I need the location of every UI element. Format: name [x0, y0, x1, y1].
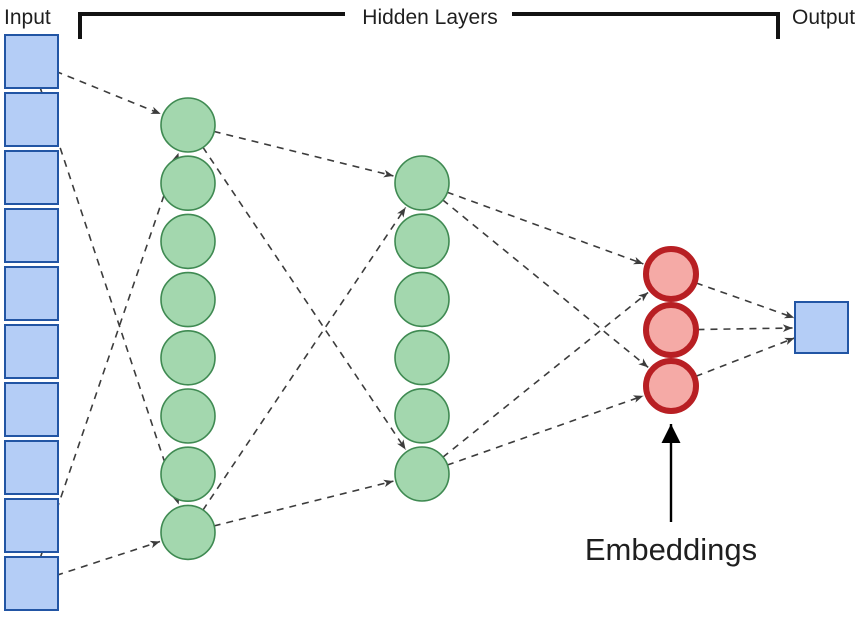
connection-edge — [213, 130, 394, 178]
connection-edge — [202, 146, 407, 450]
hidden-node — [160, 213, 216, 270]
connection-edge — [446, 191, 644, 265]
input-node — [4, 92, 59, 147]
hidden-node — [160, 155, 216, 211]
connection-edge — [55, 540, 161, 577]
connection-edge — [695, 282, 795, 319]
hidden-node — [394, 213, 450, 269]
input-node — [4, 440, 59, 495]
input-node — [4, 266, 59, 321]
hidden-layers-label: Hidden Layers — [362, 6, 497, 29]
connection-edge — [695, 337, 795, 378]
hidden-node — [160, 446, 216, 503]
hidden-node — [160, 97, 216, 153]
input-node — [4, 324, 59, 379]
connection-edge — [697, 324, 793, 332]
connection-edge — [39, 152, 180, 560]
hidden-node — [394, 271, 450, 328]
input-node — [4, 208, 59, 263]
network-nodes — [4, 34, 849, 611]
connection-edge — [446, 395, 644, 466]
hidden-node — [394, 329, 450, 386]
input-node — [4, 150, 59, 205]
connection-edges — [38, 70, 795, 577]
embedding-node — [643, 246, 699, 302]
hidden-node — [160, 329, 216, 386]
hidden-node — [160, 504, 216, 561]
input-node — [4, 498, 59, 553]
connection-edge — [442, 199, 649, 369]
hidden-node — [394, 155, 450, 211]
hidden-node — [160, 388, 216, 444]
hidden-node — [394, 446, 450, 502]
embeddings-label: Embeddings — [585, 532, 757, 567]
connection-edge — [55, 70, 162, 115]
connection-edge — [202, 207, 407, 511]
input-node — [4, 34, 59, 89]
output-node — [794, 301, 849, 354]
input-node — [4, 382, 59, 437]
connection-edge — [213, 479, 394, 527]
hidden-node — [394, 387, 450, 444]
output-label: Output — [792, 6, 855, 29]
input-node — [4, 556, 59, 611]
embedding-node — [643, 302, 699, 358]
input-label: Input — [4, 6, 51, 29]
connection-edge — [442, 291, 649, 459]
hidden-layers-bracket — [78, 12, 780, 39]
connection-edge — [38, 85, 180, 505]
hidden-node — [160, 271, 216, 328]
embedding-node — [643, 358, 699, 414]
